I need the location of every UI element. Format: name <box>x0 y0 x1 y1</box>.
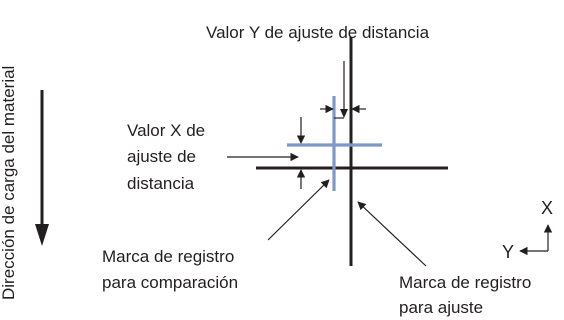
adjustment-mark-leader <box>357 201 427 267</box>
comparison-mark-label-line-2: para comparación <box>102 273 238 292</box>
adjustment-mark-label-line-1: Marca de registro <box>399 273 531 292</box>
axis-x-label: X <box>541 198 553 218</box>
comparison-mark-label-line-1: Marca de registro <box>102 247 234 266</box>
material-direction-arrow <box>35 90 49 246</box>
y-distance-indicator <box>320 61 366 119</box>
axis-indicator: X Y <box>502 198 553 262</box>
x-distance-label-line-1: Valor X de <box>127 121 205 140</box>
adjustment-mark-label: Marca de registro para ajuste <box>399 273 531 317</box>
material-direction-label: Dirección de carga del material <box>0 66 18 300</box>
comparison-mark-leader <box>267 179 330 241</box>
comparison-registration-mark <box>287 96 382 191</box>
x-distance-indicator <box>227 117 306 189</box>
x-distance-label: Valor X de ajuste de distancia <box>127 121 205 193</box>
axis-y-label: Y <box>502 242 514 262</box>
x-distance-label-line-2: ajuste de <box>127 147 196 166</box>
y-distance-label: Valor Y de ajuste de distancia <box>206 23 430 42</box>
adjustment-registration-mark <box>256 37 448 266</box>
x-distance-label-line-3: distancia <box>127 174 195 193</box>
adjustment-mark-label-line-2: para ajuste <box>399 298 483 317</box>
comparison-mark-label: Marca de registro para comparación <box>102 247 238 292</box>
